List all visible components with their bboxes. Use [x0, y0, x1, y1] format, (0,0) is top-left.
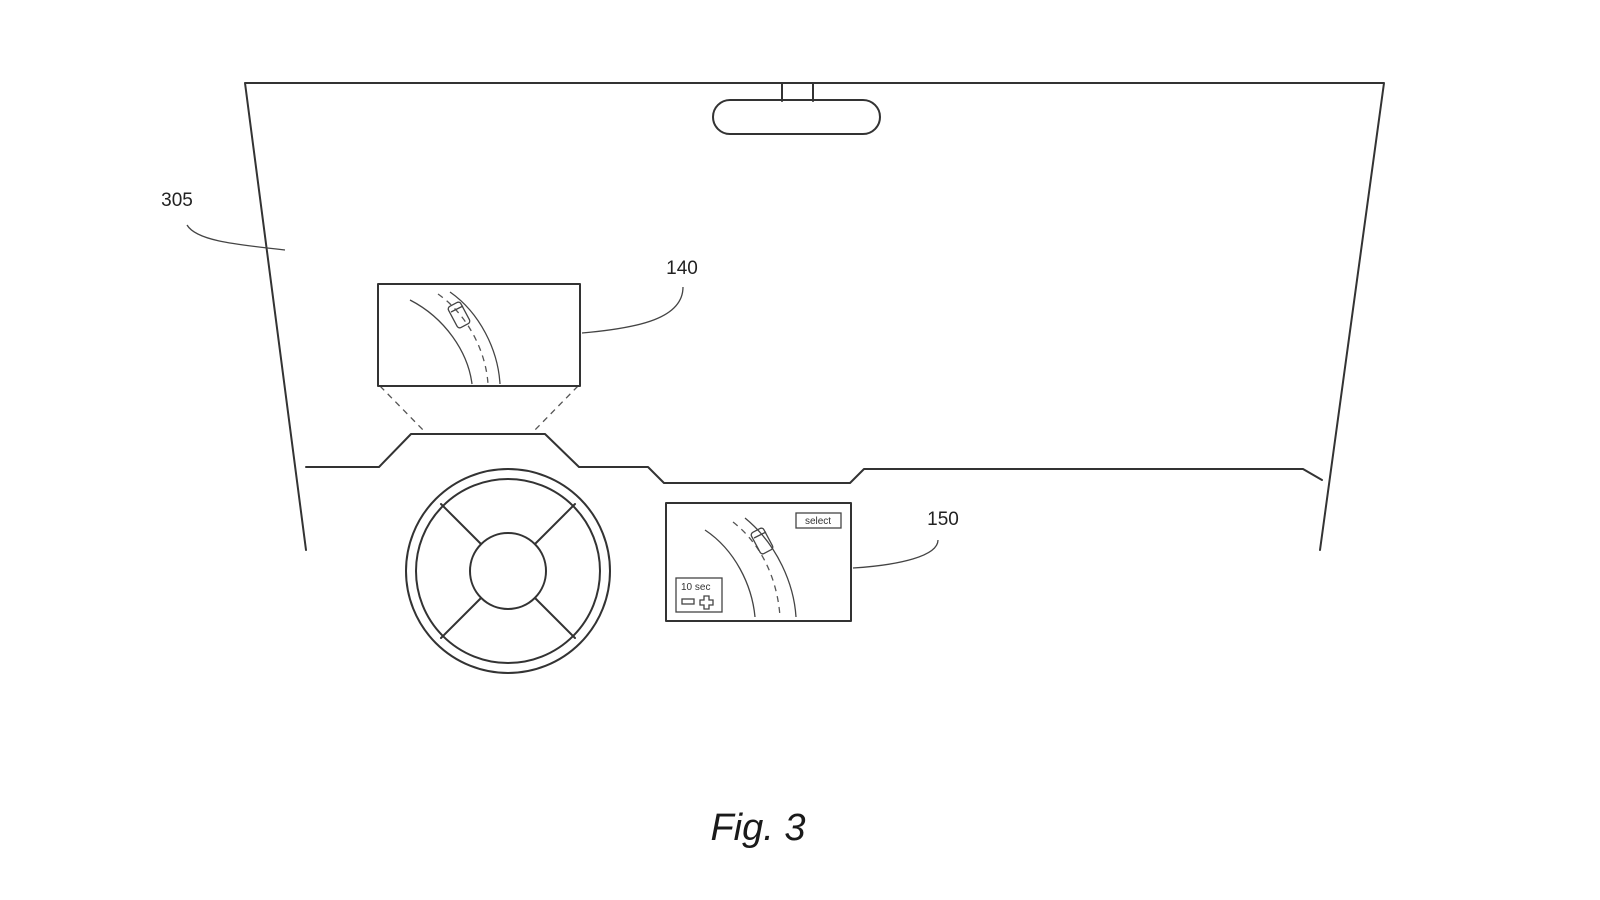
timer-value: 10 sec	[681, 582, 710, 593]
windshield-ref-label: 305	[161, 190, 193, 211]
center-road-illustration	[704, 517, 797, 618]
dashboard	[305, 433, 1323, 484]
windshield	[244, 82, 1385, 551]
timer-control[interactable]: 10 sec	[675, 577, 723, 613]
select-button[interactable]: select	[795, 512, 842, 529]
car-icon	[750, 527, 774, 555]
minus-icon[interactable]	[681, 598, 695, 605]
center-display-ref-label: 150	[927, 509, 959, 530]
car-icon	[447, 301, 471, 329]
center-display: select 10 sec	[665, 502, 852, 622]
figure-caption: Fig. 3	[710, 807, 805, 849]
hud-road-illustration	[409, 291, 501, 385]
hud-ref-label: 140	[666, 258, 698, 279]
plus-icon[interactable]	[699, 595, 714, 610]
leader-lines	[186, 224, 939, 569]
select-button-label: select	[805, 516, 831, 527]
rearview-mirror	[712, 82, 881, 135]
steering-wheel	[405, 468, 611, 674]
hud-display	[377, 283, 581, 387]
hud-projection-beam	[379, 385, 579, 433]
